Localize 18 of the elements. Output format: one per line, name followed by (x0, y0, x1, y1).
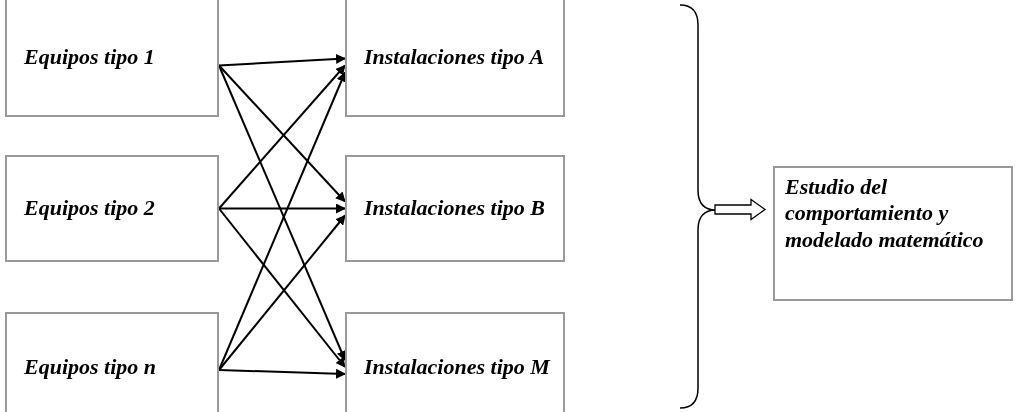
arrow (218, 54, 346, 67)
process-box (345, 312, 565, 412)
process-box (5, 312, 219, 412)
box-label: Equipos tipo 2 (24, 195, 155, 222)
process-box (345, 0, 565, 117)
box-label: Estudio del comportamiento y modelado matemático (785, 174, 985, 254)
box-label: Instalaciones tipo A (364, 44, 545, 71)
process-box (5, 0, 219, 117)
box-label: Instalaciones tipo B (364, 195, 545, 222)
process-box (773, 166, 1013, 301)
process-box (5, 155, 219, 262)
box-label: Equipos tipo 1 (24, 44, 155, 71)
process-box (345, 155, 565, 262)
arrow (218, 368, 346, 379)
box-label: Instalaciones tipo M (364, 353, 550, 381)
block-arrow (714, 198, 767, 221)
box-label: Equipos tipo n (24, 353, 157, 381)
arrow (218, 203, 346, 214)
